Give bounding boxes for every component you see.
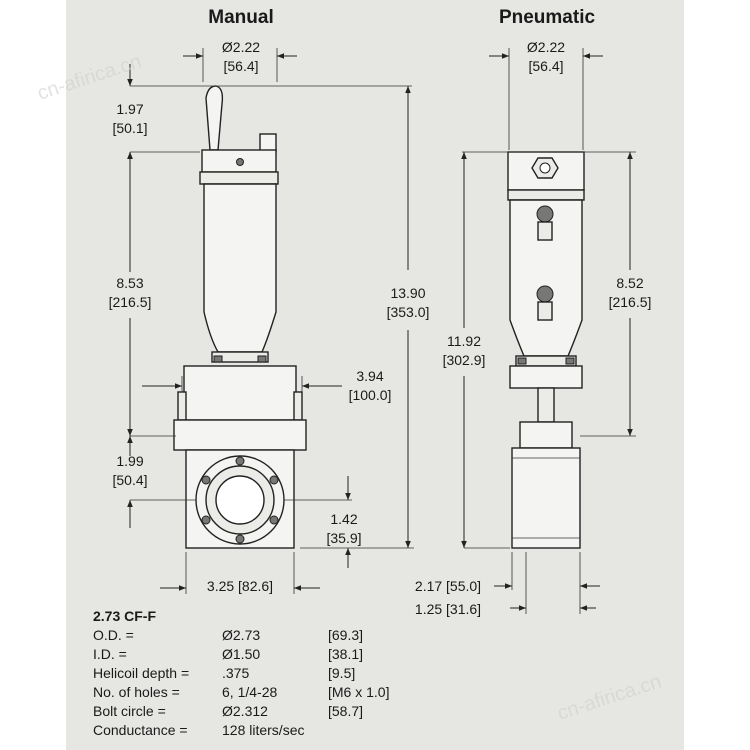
dim-flange-offset: 1.42 [330, 511, 357, 527]
dim-manual-top-diameter: Ø2.22 [222, 39, 260, 55]
dim-pneu-actuator-length: 8.52 [616, 275, 643, 291]
watermark: cn-afirica.cn [35, 51, 144, 105]
pneumatic-valve [507, 151, 585, 549]
bonnet-plate [509, 365, 583, 389]
dim-handle-height-mm: [50.1] [112, 120, 147, 136]
dim-flange-offset-mm: [35.9] [326, 530, 361, 546]
dim-manual-top-diameter-mm: [56.4] [223, 58, 258, 74]
dim-body-depth-mm: [100.0] [349, 387, 392, 403]
spec-value: 6, 1/4-28 [222, 684, 277, 700]
spec-value: .375 [222, 665, 249, 681]
flange-bore [215, 475, 265, 525]
actuator-flange [211, 351, 269, 363]
title-manual: Manual [208, 7, 273, 28]
dim-manual-actuator-length: 8.53 [116, 275, 143, 291]
spec-value: Ø1.50 [222, 646, 260, 662]
spec-table: 2.73 CF-F O.D. = Ø2.73 [69.3] I.D. = Ø1.… [93, 608, 389, 738]
bonnet-screw [236, 158, 244, 166]
spec-metric: [69.3] [328, 627, 363, 643]
bonnet-block [183, 365, 297, 421]
dim-pneu-body-width: 2.17 [55.0] [415, 578, 481, 594]
dim-manual-actuator-length-mm: [216.5] [109, 294, 152, 310]
spec-label: Conductance = [93, 722, 188, 738]
dim-pneu-actuator-length-mm: [216.5] [609, 294, 652, 310]
pneumatic-body-lower [511, 447, 581, 549]
dim-body-depth: 3.94 [356, 368, 383, 384]
dim-pneu-width2: 1.25 [31.6] [415, 601, 481, 617]
dim-total-height-mm: [353.0] [387, 304, 430, 320]
dim-pneu-top-diameter-mm: [56.4] [528, 58, 563, 74]
spec-label: No. of holes = [93, 684, 180, 700]
dim-flange-center-mm: [50.4] [112, 472, 147, 488]
watermark: cn-afirica.cn [555, 671, 664, 725]
manual-dimensions: Ø2.22 [56.4] 1.97 [50.1] 8.53 [216.5] 1.… [109, 39, 430, 594]
spec-label: I.D. = [93, 646, 127, 662]
dim-flange-center: 1.99 [116, 453, 143, 469]
flange-bolt-holes [201, 456, 279, 544]
spec-metric: [9.5] [328, 665, 355, 681]
actuator-tube [203, 183, 277, 353]
spec-value: 128 liters/sec [222, 722, 304, 738]
handle-lever [205, 85, 224, 151]
spec-label: O.D. = [93, 627, 134, 643]
dim-pneu-top-diameter: Ø2.22 [527, 39, 565, 55]
valve-stem [537, 387, 555, 423]
air-fitting-lower [536, 285, 554, 321]
title-pneumatic: Pneumatic [499, 7, 596, 28]
dim-handle-height: 1.97 [116, 101, 143, 117]
air-fitting-upper [536, 205, 554, 241]
spec-value: Ø2.73 [222, 627, 260, 643]
dim-body-width: 3.25 [82.6] [207, 578, 273, 594]
pneumatic-body-upper [519, 421, 573, 449]
spec-metric: [38.1] [328, 646, 363, 662]
spec-heading: 2.73 CF-F [93, 608, 156, 624]
dim-total-height: 13.90 [390, 285, 425, 301]
spec-label: Bolt circle = [93, 703, 166, 719]
spec-metric: [58.7] [328, 703, 363, 719]
spec-metric: [M6 x 1.0] [328, 684, 389, 700]
dim-cylinder-height: 11.92 [447, 333, 481, 349]
spec-value: Ø2.312 [222, 703, 268, 719]
manual-valve [173, 85, 307, 549]
dim-cylinder-height-mm: [302.9] [443, 352, 486, 368]
bonnet-ring [199, 171, 279, 185]
spec-label: Helicoil depth = [93, 665, 189, 681]
valve-body-upper [173, 419, 307, 451]
pneumatic-dimensions: Ø2.22 [56.4] 11.92 [302.9] 8.52 [216.5] … [415, 39, 652, 617]
